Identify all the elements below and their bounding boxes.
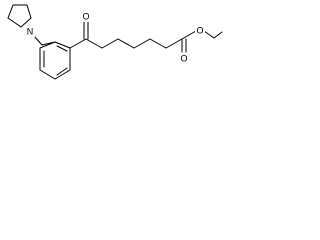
- ketone-oxygen-label: O: [82, 12, 89, 22]
- ester-carbonyl-oxygen-label-bg: [179, 53, 190, 64]
- ketone-group: [69, 21, 89, 49]
- nitrogen-label: N: [27, 27, 34, 37]
- alkyl-chain: [85, 38, 183, 49]
- molecule-diagram: N O O O: [0, 0, 223, 102]
- ester-carbonyl-oxygen-label: O: [180, 54, 187, 64]
- benzene-ring: [39, 41, 71, 80]
- nitrogen-label-bg: [25, 26, 35, 37]
- pyrrolidine-ring: [7, 4, 32, 28]
- ketone-oxygen-label-bg: [81, 11, 92, 22]
- structure-svg: N O O O: [7, 4, 223, 80]
- atom-labels: N O O O: [25, 11, 205, 64]
- ester-ether-oxygen-label: O: [196, 26, 203, 36]
- ester-group: [181, 30, 223, 53]
- ester-ether-oxygen-label-bg: [195, 25, 205, 36]
